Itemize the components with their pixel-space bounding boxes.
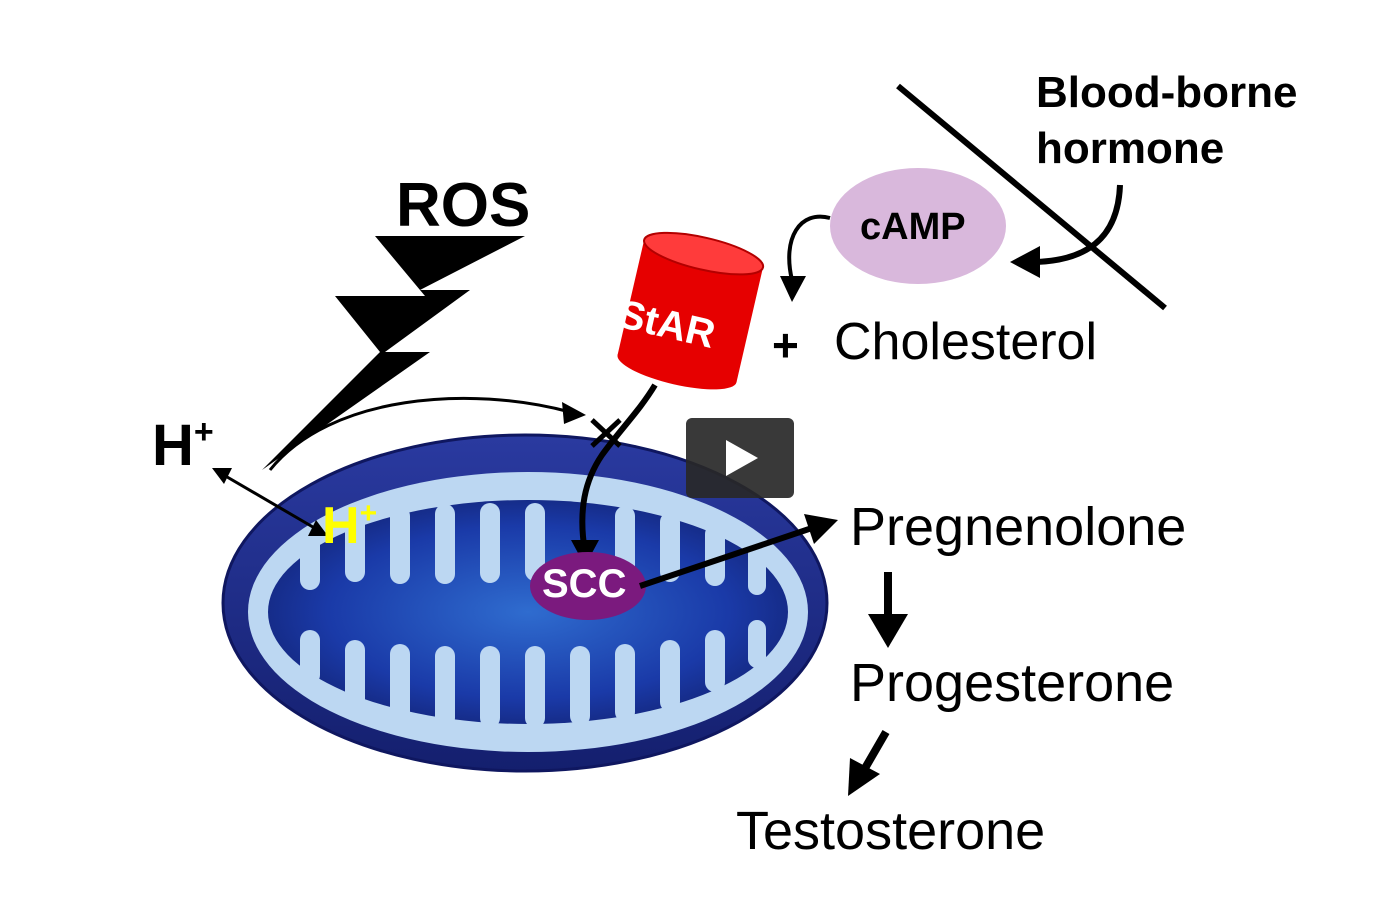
- proton-inhibition-arrow: [268, 396, 571, 471]
- proton-exchange-arrowhead-in: [308, 520, 328, 536]
- proton-exchange-arrowhead-out: [212, 468, 232, 484]
- ros-label: ROS: [396, 171, 531, 240]
- camp-label: cAMP: [860, 206, 966, 248]
- pregnenolone-label: Pregnenolone: [850, 497, 1187, 557]
- scc-to-pregnenolone-arrowhead: [804, 514, 838, 544]
- inner-h-ion-label: H+: [322, 496, 377, 556]
- star-cylinder: [617, 231, 765, 390]
- scc-to-pregnenolone-arrow: [639, 525, 813, 589]
- proton-inhibition-arrowhead: [562, 402, 586, 424]
- cholesterol-label: Cholesterol: [834, 313, 1098, 371]
- camp-bubble: [830, 168, 1006, 284]
- progesterone-to-testosterone-arrow: [860, 729, 890, 773]
- progesterone-to-testosterone-arrowhead: [848, 758, 880, 796]
- proton-exchange-arrow: [221, 472, 319, 532]
- h-ion-base: H: [152, 413, 194, 478]
- inhibition-x-icon: [590, 418, 622, 448]
- testosterone-label: Testosterone: [736, 801, 1046, 861]
- camp-arrowhead: [780, 276, 806, 302]
- mitochondrion: [221, 433, 829, 773]
- scc-label: SCC: [542, 562, 627, 606]
- star-to-scc-arrow: [579, 383, 658, 553]
- scc-enzyme: [530, 552, 646, 620]
- hormone-arrowhead: [1010, 246, 1040, 278]
- cell-membrane-line: [896, 83, 1167, 311]
- ros-lightning-icon: [262, 236, 525, 470]
- pregnenolone-to-progesterone-arrowhead: [868, 614, 908, 648]
- inner-h-ion-superscript: +: [359, 497, 378, 530]
- camp-arrow: [787, 214, 831, 281]
- hormone-arrow: [1029, 184, 1123, 265]
- plus-sign: +: [772, 319, 799, 371]
- cristae-lower: [300, 620, 766, 728]
- h-ion-superscript: +: [193, 413, 214, 451]
- progesterone-label: Progesterone: [850, 653, 1175, 713]
- play-icon: [726, 440, 758, 476]
- hormone-label-line2: hormone: [1036, 124, 1225, 173]
- hormone-label-line1: Blood-borne: [1036, 68, 1298, 117]
- h-ion-label: H+: [152, 412, 214, 479]
- inner-h-ion-base: H: [322, 497, 360, 555]
- play-button[interactable]: [686, 418, 794, 498]
